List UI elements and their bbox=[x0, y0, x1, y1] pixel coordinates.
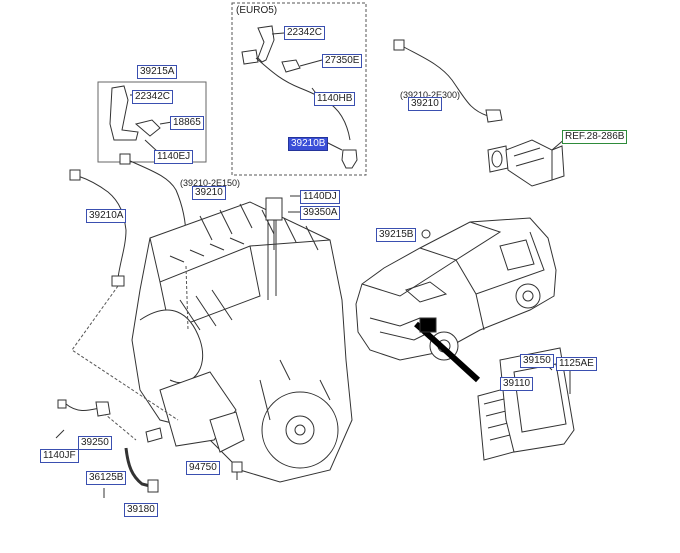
part-label-39250[interactable]: 39250 bbox=[78, 436, 112, 450]
part-label-39350a[interactable]: 39350A bbox=[300, 206, 341, 220]
part-label-39215b[interactable]: 39215B bbox=[376, 228, 417, 242]
part-label-1140dj[interactable]: 1140DJ bbox=[300, 190, 340, 204]
euro5-bracket bbox=[257, 25, 275, 63]
part-label-1140hb[interactable]: 1140HB bbox=[314, 92, 356, 106]
euro5-dashed-box bbox=[231, 2, 367, 176]
part-label-36125b[interactable]: 36125B bbox=[86, 471, 127, 485]
part-label-27350e[interactable]: 27350E bbox=[322, 54, 363, 68]
sensor-mid-wire bbox=[127, 159, 187, 239]
part-label-39210a[interactable]: 39210A bbox=[86, 209, 127, 223]
left-bracket-outline bbox=[97, 81, 207, 163]
sensor-39250-wire bbox=[65, 403, 101, 411]
part-label-39180[interactable]: 39180 bbox=[124, 503, 158, 517]
euro5-header: (EURO5) bbox=[236, 5, 278, 16]
part-label-39110[interactable]: 39110 bbox=[500, 377, 534, 391]
euro5-clip bbox=[281, 59, 301, 73]
part-label-22342c-left[interactable]: 22342C bbox=[132, 90, 174, 104]
euro5-connector bbox=[241, 49, 259, 65]
sensor-39350a-body bbox=[265, 197, 283, 221]
part-label-1140jf[interactable]: 1140JF bbox=[40, 449, 79, 463]
engine-block bbox=[131, 198, 353, 483]
euro5-sensor bbox=[341, 149, 358, 169]
catalytic-converter bbox=[487, 139, 565, 187]
part-label-22342c-top[interactable]: 22342C bbox=[284, 26, 326, 40]
part-label-94750[interactable]: 94750 bbox=[186, 461, 220, 475]
part-label-39210-right[interactable]: 39210 bbox=[408, 97, 442, 111]
hose-39180 bbox=[124, 447, 151, 488]
euro5-wire bbox=[255, 57, 351, 141]
part-note-39210-2e150: (39210-2E150) bbox=[180, 178, 241, 188]
part-label-18865[interactable]: 18865 bbox=[170, 116, 204, 130]
part-label-39215a[interactable]: 39215A bbox=[137, 65, 178, 79]
part-label-39210-mid[interactable]: 39210 bbox=[192, 186, 226, 200]
part-label-39210b[interactable]: 39210B bbox=[288, 137, 329, 151]
sensor-39210a-wire bbox=[77, 175, 127, 279]
part-label-1140ej[interactable]: 1140EJ bbox=[154, 150, 194, 164]
left-bracket bbox=[109, 85, 139, 141]
part-label-1125ae[interactable]: 1125AE bbox=[556, 357, 597, 371]
sensor-right-wire bbox=[401, 45, 489, 117]
part-note-39210-2e300: (39210-2E300) bbox=[400, 90, 461, 100]
reference-label-28-286b[interactable]: REF.28-286B bbox=[562, 130, 628, 144]
part-label-39150[interactable]: 39150 bbox=[520, 354, 554, 368]
ecu-module bbox=[477, 347, 575, 461]
